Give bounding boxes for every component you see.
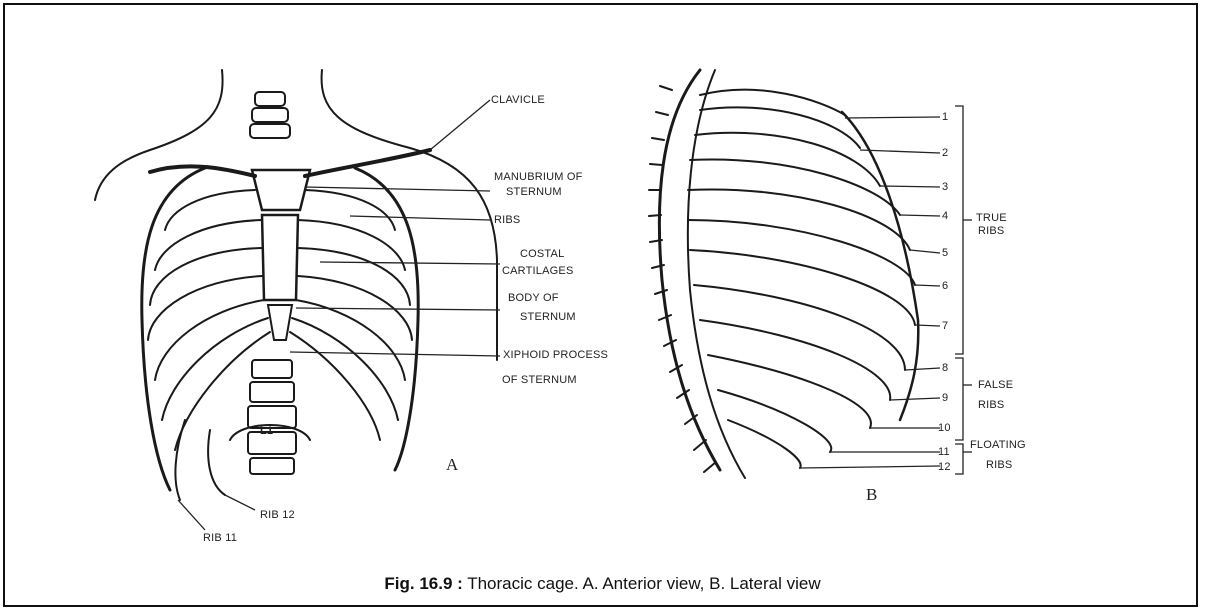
rib-number: 4 [942,209,948,223]
rib-number: 1 [942,110,948,124]
rib-number: 6 [942,279,948,293]
rib-group-brackets [955,106,972,474]
label-ribs: RIBS [494,213,520,227]
rib-number: 9 [942,391,948,405]
label-vertebra-l1: L1 [260,424,273,438]
panel-a-letter: A [446,458,458,472]
label-false-line2: RIBS [978,398,1004,412]
rib-number: 11 [938,445,950,459]
label-false-line1: FALSE [978,378,1013,392]
rib-number: 2 [942,146,948,160]
label-xiphoid-line2: OF STERNUM [502,373,577,387]
rib-number: 3 [942,180,948,194]
figure-caption: Fig. 16.9 : Thoracic cage. A. Anterior v… [0,574,1205,594]
panel-b-letter: B [866,488,878,502]
label-floating-line1: FLOATING [970,438,1026,452]
label-clavicle: CLAVICLE [491,93,545,107]
rib-number: 8 [942,361,948,375]
rib-number: 10 [938,421,951,435]
rib-number: 12 [938,460,951,474]
rib-number: 7 [942,319,948,333]
anterior-thorax-drawing [95,70,497,500]
label-rib-12: RIB 12 [260,508,295,522]
label-body-line1: BODY OF [508,291,559,305]
label-true-line2: RIBS [978,224,1004,238]
label-manubrium-line2: STERNUM [506,185,562,199]
caption-text: Thoracic cage. A. Anterior view, B. Late… [467,574,820,593]
caption-prefix: Fig. 16.9 : [384,574,462,593]
label-rib-11: RIB 11 [203,531,237,545]
label-body-line2: STERNUM [520,310,576,324]
rib-number: 5 [942,246,948,260]
lateral-thorax-drawing [649,70,918,478]
lateral-leader-lines [800,117,940,468]
label-manubrium-line1: MANUBRIUM OF [494,170,583,184]
label-costal-line2: CARTILAGES [502,264,574,278]
label-xiphoid-line1: XIPHOID PROCESS [503,348,608,362]
label-floating-line2: RIBS [986,458,1012,472]
label-true-line1: TRUE [976,211,1007,225]
label-costal-line1: COSTAL [520,247,564,261]
